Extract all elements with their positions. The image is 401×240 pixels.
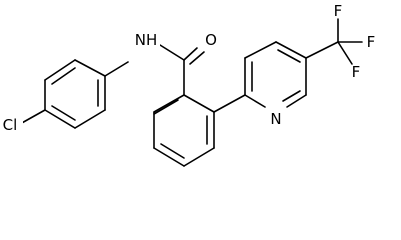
fluorine-label-top: F: [334, 2, 343, 20]
atom-label-group: NH O Cl N F F F: [1, 2, 375, 135]
bond: [44, 59, 76, 81]
pyridine-nitrogen-label: N: [270, 110, 281, 128]
bond: [183, 147, 215, 167]
bond: [19, 109, 46, 125]
bond: [159, 44, 185, 61]
bond: [153, 94, 185, 113]
molecule-structure: NH O Cl N F F F: [1, 2, 375, 167]
bond: [213, 94, 246, 113]
fluorine-label-bottom: F: [352, 63, 361, 81]
bond: [44, 109, 76, 129]
bond: [286, 94, 307, 108]
bond: [153, 147, 185, 167]
bond: [337, 41, 353, 65]
nh-label: NH: [135, 31, 158, 49]
bond: [153, 99, 179, 115]
bond: [74, 59, 106, 77]
bond: [277, 49, 301, 63]
bond: [183, 94, 215, 113]
chlorine-label: Cl: [3, 116, 18, 134]
bond: [244, 41, 277, 59]
bond-group: [19, 18, 363, 167]
bond: [275, 41, 307, 59]
fluorine-label-right: F: [367, 33, 376, 51]
bond: [305, 41, 339, 59]
bond: [244, 94, 266, 108]
oxygen-label: O: [205, 31, 217, 49]
structure-canvas: NH O Cl N F F F: [1, 2, 375, 167]
bond: [51, 67, 76, 85]
bond: [282, 90, 301, 102]
bond: [51, 105, 76, 121]
bond: [160, 143, 185, 159]
bond: [189, 51, 205, 65]
bond: [183, 47, 198, 61]
bond: [104, 61, 129, 77]
bond: [74, 109, 106, 129]
